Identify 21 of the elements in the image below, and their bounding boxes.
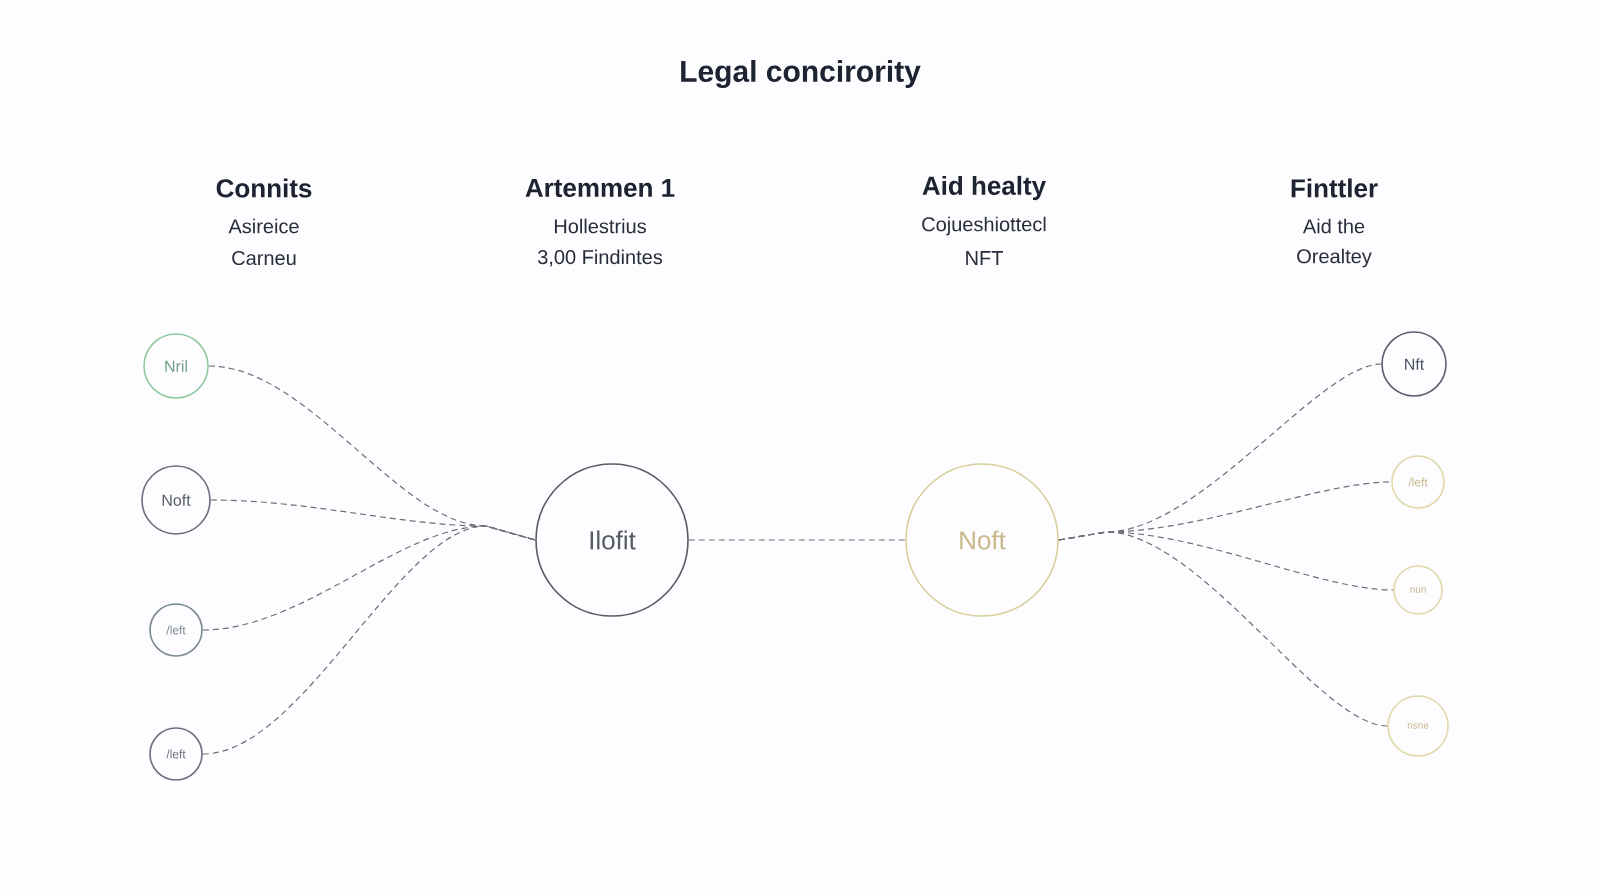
dashed-connector [688, 539, 906, 541]
column-subtext: Aid the [1302, 218, 1365, 234]
circle-node: Nril [143, 333, 209, 399]
circle-node: Nft [1381, 331, 1447, 397]
title: Legal concirority [681, 59, 921, 89]
column-subtext: Carneu [232, 250, 296, 266]
column-subtext: 3,00 Findintes [537, 249, 663, 267]
dashed-connector [1058, 531, 1388, 727]
column-heading: Artemmen 1 [525, 178, 675, 198]
circle-node: Noft [905, 463, 1059, 617]
column-heading: Finttler [1291, 178, 1378, 198]
column-subtext: NFT [966, 251, 1003, 265]
dashed-connector [202, 525, 536, 755]
column-subtext: Hollestrius [554, 218, 646, 234]
circle-node: Noft [141, 465, 211, 535]
column-heading: Aid healty [922, 175, 1046, 201]
circle-node: Ilofit [535, 463, 689, 617]
column-heading: Connits [216, 178, 312, 198]
column-subtext: Cojueshiottecl [922, 216, 1046, 236]
column-subtext: Asireice [228, 218, 299, 234]
column-subtext: Orealtey [1297, 248, 1372, 268]
